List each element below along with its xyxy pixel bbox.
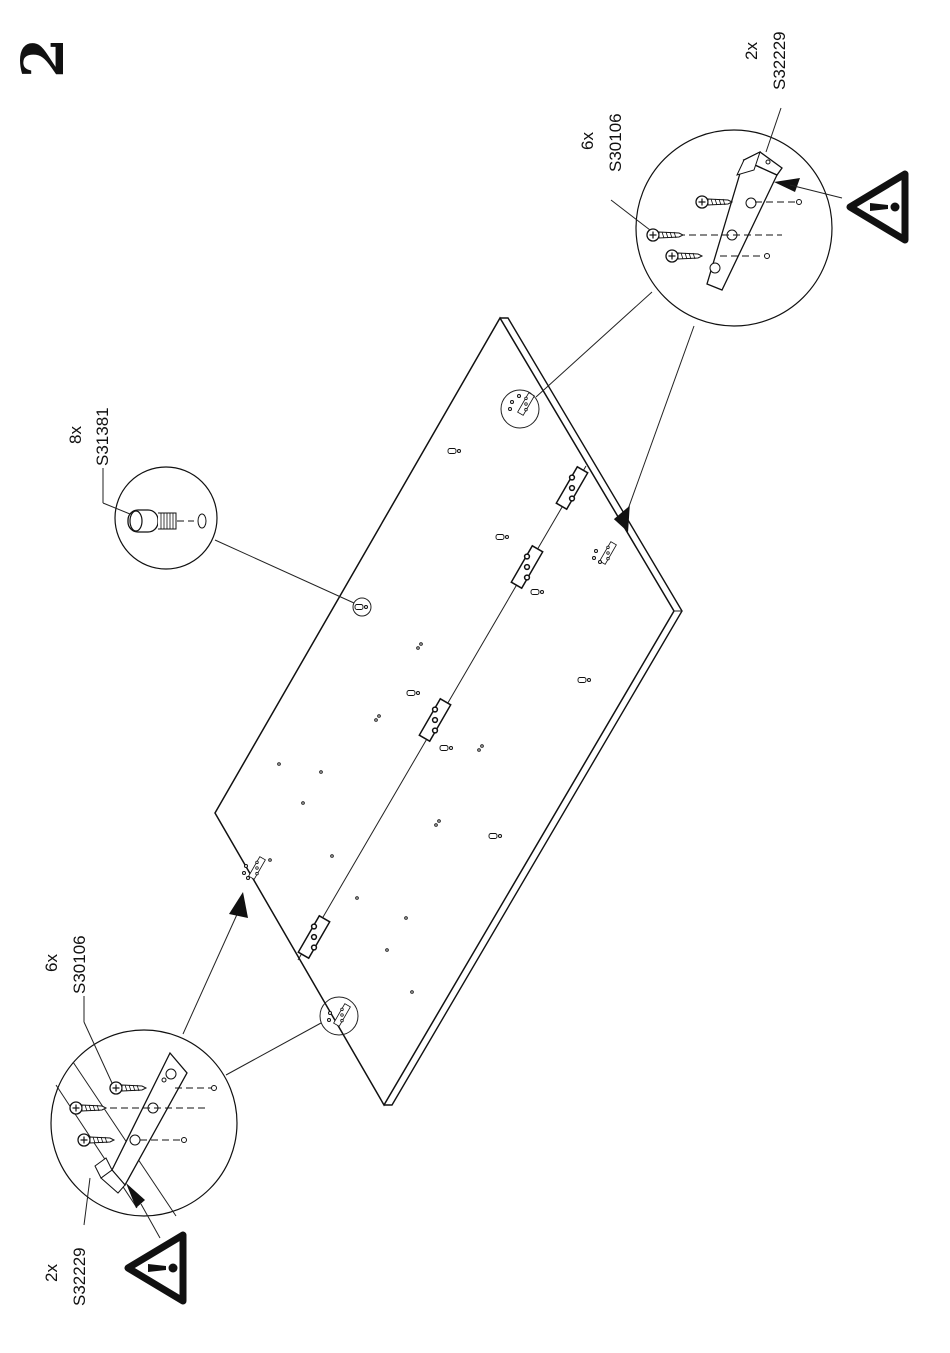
step-number: 2 — [9, 38, 77, 78]
arrow-to-panel-left — [229, 892, 248, 918]
detail-circle-left — [51, 996, 237, 1238]
warning-icon — [850, 174, 905, 240]
screw-left-code: S30106 — [70, 935, 89, 994]
bracket-left-qty: 2x — [42, 1264, 61, 1282]
bracket-right-code: S32229 — [770, 31, 789, 90]
dowel-code: S31381 — [93, 407, 112, 466]
bracket-right-qty: 2x — [742, 42, 761, 60]
screw-left-qty: 6x — [42, 954, 61, 972]
panel — [215, 318, 682, 1105]
screw-right-code: S30106 — [606, 113, 625, 172]
detail-circle-dowel — [103, 467, 217, 569]
bracket-left-code: S32229 — [70, 1247, 89, 1306]
detail-circle-right — [611, 108, 842, 326]
dowel-qty: 8x — [66, 426, 85, 444]
warning-icon — [128, 1235, 183, 1301]
screw-right-qty: 6x — [578, 132, 597, 150]
